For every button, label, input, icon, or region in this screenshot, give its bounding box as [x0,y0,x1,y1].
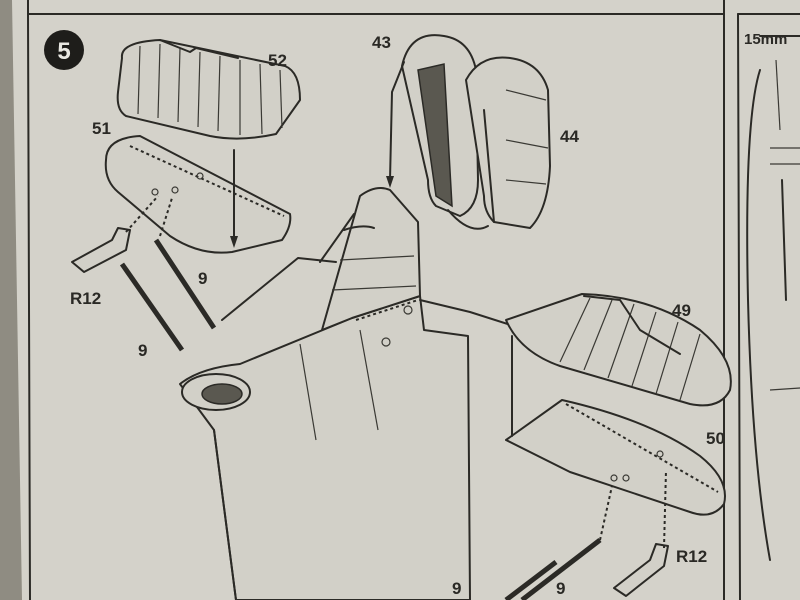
next-panel-fragment [746,35,800,561]
label-51: 51 [92,119,111,138]
label-measure: 15mm [744,31,787,48]
part-r12-left-horn [71,227,131,273]
part-9-rod-b [119,262,185,352]
fuselage-tail [179,295,471,600]
arrow-44 [447,209,489,230]
label-52: 52 [268,51,287,70]
arrow-51-to-fin [221,257,337,321]
label-r12-right: R12 [676,547,707,566]
label-44: 44 [560,127,579,146]
part-50-elevator-right [505,399,726,516]
part-49-elevator-top [505,293,732,407]
label-9-b: 9 [138,341,147,360]
part-51-elevator-left [104,135,292,254]
top-border [27,0,725,15]
part-9-rod-a [153,238,217,330]
left-panel-border [27,13,31,600]
step-number-badge [44,30,84,70]
step-number: 5 [57,38,70,65]
fin [321,187,421,331]
label-49: 49 [672,301,691,320]
label-9-d: 9 [556,579,565,598]
label-r12-left: R12 [70,289,101,308]
part-43-rudder-half [401,34,479,217]
label-9-c: 9 [452,579,461,598]
part-9-rod-d [520,538,602,600]
label-9-a: 9 [198,269,207,288]
part-52-elevator-top [116,39,301,140]
right-panel-border [737,13,741,600]
arrow-43-to-fin [389,61,405,181]
label-43: 43 [372,33,391,52]
guide-to-49 [419,299,521,329]
part-44-rudder-half [465,56,551,229]
part-9-rod-c [504,560,558,600]
label-50: 50 [706,429,725,448]
part-r12-right-horn [613,543,669,597]
